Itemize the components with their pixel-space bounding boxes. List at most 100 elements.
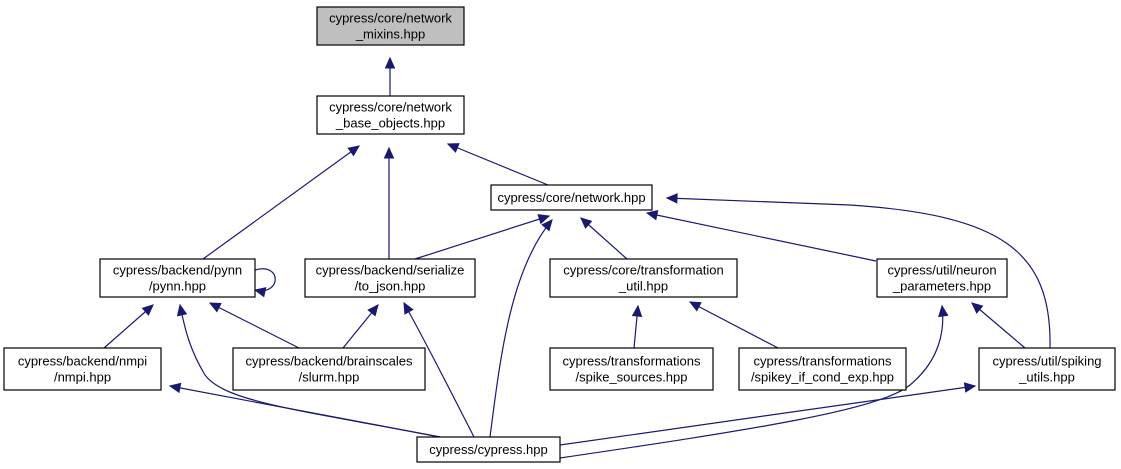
edge-line	[414, 215, 550, 260]
current-file-box	[316, 6, 465, 46]
edge-cypress-to-network	[489, 219, 553, 438]
edge-line	[666, 197, 1051, 349]
node-label-line: /spikey_if_cond_exp.hpp	[751, 370, 894, 385]
node-label-line: cypress/core/transformation	[563, 263, 723, 278]
edge-line	[646, 212, 877, 262]
edge-network_base_objects-to-network_mixins	[384, 56, 396, 96]
node-cypress[interactable]: cypress/cypress.hpp	[416, 436, 561, 463]
node-label-line: cypress/transformations	[563, 354, 701, 369]
file-box	[3, 347, 162, 391]
file-box	[738, 347, 907, 391]
node-network_base_objects[interactable]: cypress/core/network_base_objects.hpp	[316, 95, 465, 135]
edge-spiking_utils-to-network	[665, 193, 1051, 349]
arrowhead	[645, 209, 659, 221]
file-box	[416, 436, 561, 463]
edge-line	[403, 302, 475, 438]
arrowhead	[403, 301, 414, 315]
file-box	[99, 258, 256, 298]
arrowhead	[580, 217, 593, 229]
arrowhead	[253, 287, 267, 298]
node-label-line: cypress/core/network	[329, 11, 452, 26]
file-box	[232, 347, 426, 391]
node-label-line: _utils.hpp	[1018, 370, 1075, 385]
node-spiking_utils[interactable]: cypress/util/spiking_utils.hpp	[978, 347, 1116, 391]
arrowhead	[446, 143, 460, 153]
arrowhead	[168, 382, 182, 394]
node-network_mixins: cypress/core/network_mixins.hpp	[316, 6, 465, 46]
arrowhead	[631, 304, 643, 317]
arrowhead	[383, 146, 395, 159]
node-label-line: cypress/util/neuron	[887, 263, 996, 278]
file-box	[978, 347, 1116, 391]
arrowhead	[688, 301, 702, 312]
arrowhead	[208, 302, 222, 313]
node-label-line: cypress/core/network	[329, 100, 452, 115]
file-box	[876, 258, 1008, 298]
edge-slurm-to-to_json	[342, 304, 379, 349]
node-spikey_if_cond_exp[interactable]: cypress/transformations/spikey_if_cond_e…	[738, 347, 907, 391]
arrowhead	[541, 219, 553, 232]
edge-pynn-to-pynn	[253, 268, 276, 298]
file-box	[490, 184, 653, 211]
edge-line	[447, 143, 549, 186]
edge-cypress-to-spiking_utils	[559, 382, 977, 446]
edge-line	[559, 385, 976, 446]
node-slurm[interactable]: cypress/backend/brainscales/slurm.hpp	[232, 347, 426, 391]
arrowhead	[367, 304, 379, 317]
arrowhead	[665, 193, 678, 204]
edge-line	[202, 145, 360, 260]
node-pynn[interactable]: cypress/backend/pynn/pynn.hpp	[99, 258, 256, 298]
node-label-line: cypress/transformations	[754, 354, 892, 369]
node-nmpi[interactable]: cypress/backend/nmpi/nmpi.hpp	[3, 347, 162, 391]
file-box	[304, 258, 476, 298]
node-label-line: _base_objects.hpp	[335, 116, 445, 131]
node-label-line: cypress/core/network.hpp	[497, 190, 645, 205]
node-label-line: /pynn.hpp	[149, 279, 206, 294]
edge-spikey_if_cond_exp-to-transformation_util	[688, 301, 779, 349]
edge-line	[971, 302, 1026, 349]
edge-to_json-to-network_base_objects	[383, 146, 395, 259]
arrowhead	[963, 382, 977, 393]
arrowhead	[384, 56, 396, 69]
node-label-line: cypress/cypress.hpp	[429, 442, 548, 457]
node-label-line: cypress/backend/brainscales	[246, 354, 413, 369]
node-neuron_parameters[interactable]: cypress/util/neuron_parameters.hpp	[876, 258, 1008, 298]
edge-line	[209, 302, 300, 349]
edge-line	[169, 385, 441, 438]
node-label-line: /nmpi.hpp	[54, 370, 111, 385]
arrowhead	[141, 304, 154, 316]
edge-cypress-to-to_json	[403, 301, 475, 438]
edge-slurm-to-pynn	[208, 302, 300, 349]
node-network[interactable]: cypress/core/network.hpp	[490, 184, 653, 211]
node-label-line: /spike_sources.hpp	[575, 370, 687, 385]
edge-network-to-network_base_objects	[446, 143, 549, 186]
node-transformation_util[interactable]: cypress/core/transformation_util.hpp	[549, 258, 738, 298]
edge-cypress-to-nmpi	[168, 382, 441, 438]
edge-spike_sources-to-transformation_util	[631, 304, 643, 349]
node-label-line: cypress/backend/nmpi	[18, 354, 147, 369]
node-label-line: _parameters.hpp	[892, 279, 991, 294]
node-label-line: cypress/util/spiking	[992, 354, 1101, 369]
edge-spiking_utils-to-neuron_parameters	[971, 302, 1026, 349]
edge-line	[103, 304, 154, 349]
nodes-layer: cypress/core/network_mixins.hppcypress/c…	[3, 6, 1116, 463]
file-box	[549, 258, 738, 298]
arrowhead	[176, 303, 188, 317]
edge-line	[689, 301, 779, 349]
edge-line	[489, 219, 553, 438]
edge-to_json-to-network	[414, 214, 551, 260]
node-label-line: cypress/backend/serialize	[316, 263, 465, 278]
file-box	[316, 95, 465, 135]
edge-transformation_util-to-network	[580, 217, 628, 260]
arrowhead	[347, 145, 360, 157]
node-spike_sources[interactable]: cypress/transformations/spike_sources.hp…	[549, 347, 714, 391]
node-to_json[interactable]: cypress/backend/serialize/to_json.hpp	[304, 258, 476, 298]
edge-pynn-to-network_base_objects	[202, 145, 360, 260]
edge-nmpi-to-pynn	[103, 304, 154, 349]
node-label-line: _mixins.hpp	[355, 27, 425, 42]
node-label-line: /slurm.hpp	[299, 370, 360, 385]
node-label-line: /to_json.hpp	[355, 279, 426, 294]
arrowhead	[971, 302, 984, 314]
